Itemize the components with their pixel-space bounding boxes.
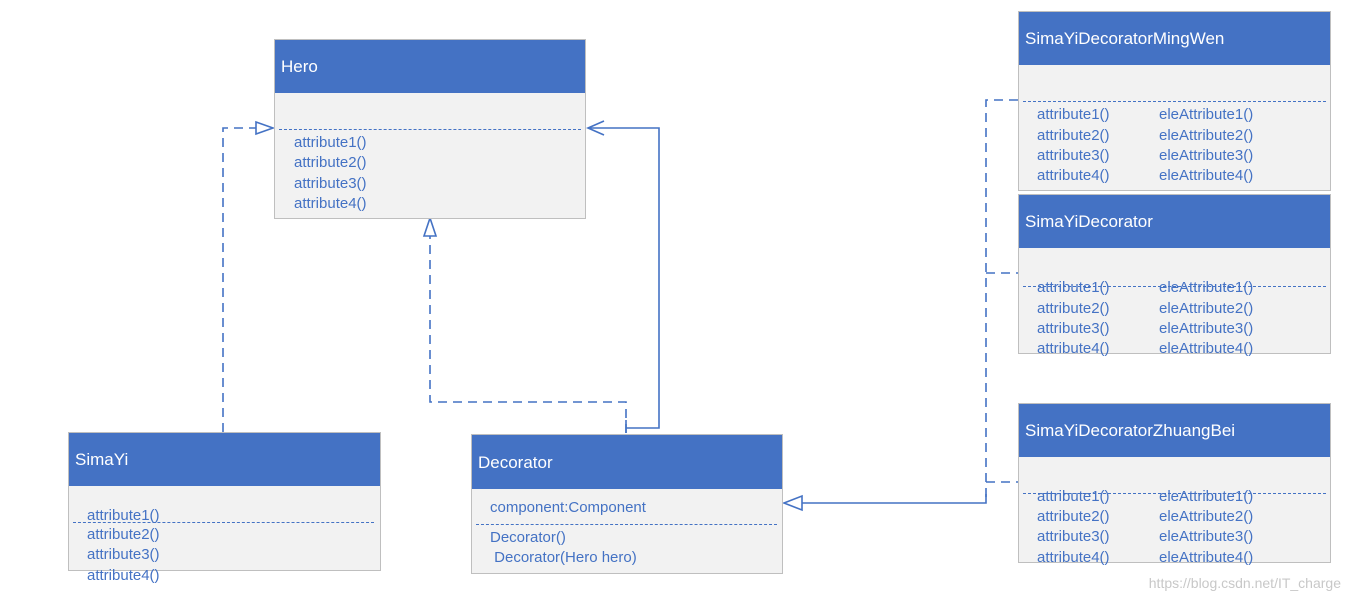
member-separator <box>73 522 374 523</box>
method: attribute4() <box>87 567 160 584</box>
method: attribute1() <box>87 507 160 524</box>
method: attribute4() <box>1037 340 1110 357</box>
class-name: Decorator <box>472 435 782 489</box>
decorator-to-hero-association <box>590 127 660 429</box>
method: attribute3() <box>1037 320 1110 337</box>
member-separator <box>279 129 581 130</box>
ele-method: eleAttribute1() <box>1159 488 1254 505</box>
class-box-hero: Hero attribute1() attribute2() attribute… <box>274 39 586 219</box>
field: component:Component <box>490 499 646 516</box>
method: attribute2() <box>87 526 160 543</box>
class-name: SimaYiDecoratorMingWen <box>1019 12 1330 65</box>
ele-method: eleAttribute2() <box>1159 127 1254 144</box>
class-box-decorator: Decorator component:Component Decorator(… <box>471 434 783 574</box>
simayi-to-hero-realization <box>222 127 256 432</box>
method: attribute1() <box>1037 488 1110 505</box>
member-separator <box>476 524 777 525</box>
mingwen-to-decorator-link <box>985 99 1018 503</box>
decorator-to-hero-realization <box>429 236 627 433</box>
ele-method: eleAttribute4() <box>1159 167 1254 184</box>
method: attribute3() <box>294 175 367 192</box>
method: Decorator() <box>490 529 566 546</box>
method: attribute3() <box>1037 147 1110 164</box>
method: attribute2() <box>1037 300 1110 317</box>
ele-method: eleAttribute1() <box>1159 279 1254 296</box>
ele-method: eleAttribute2() <box>1159 508 1254 525</box>
open-arrowhead <box>586 120 605 136</box>
class-name: Hero <box>275 40 585 93</box>
method: attribute4() <box>294 195 367 212</box>
method: attribute4() <box>1037 167 1110 184</box>
class-name: SimaYiDecorator <box>1019 195 1330 248</box>
class-box-simayi-decorator-mingwen: SimaYiDecoratorMingWen attribute1() attr… <box>1018 11 1331 191</box>
ele-method: eleAttribute1() <box>1159 106 1254 123</box>
method: attribute2() <box>1037 127 1110 144</box>
method: attribute4() <box>1037 549 1110 566</box>
ele-method: eleAttribute3() <box>1159 147 1254 164</box>
hollow-triangle-arrowhead <box>422 215 438 237</box>
member-separator <box>1023 493 1326 494</box>
method: attribute3() <box>87 546 160 563</box>
ele-method: eleAttribute2() <box>1159 300 1254 317</box>
class-name: SimaYiDecoratorZhuangBei <box>1019 404 1330 457</box>
method: attribute1() <box>294 134 367 151</box>
method: attribute1() <box>1037 279 1110 296</box>
ele-method: eleAttribute3() <box>1159 320 1254 337</box>
class-box-simayi-decorator: SimaYiDecorator attribute1() attribute2(… <box>1018 194 1331 357</box>
hollow-triangle-arrowhead <box>255 120 276 136</box>
class-box-simayi: SimaYi attribute1() attribute2() attribu… <box>68 432 381 583</box>
hollow-triangle-arrowhead <box>781 494 803 512</box>
ele-method: eleAttribute4() <box>1159 549 1254 566</box>
subclasses-to-decorator-generalization <box>802 494 987 504</box>
member-separator <box>1023 101 1326 102</box>
ele-method: eleAttribute3() <box>1159 528 1254 545</box>
class-box-simayi-decorator-zhuangbei: SimaYiDecoratorZhuangBei attribute1() at… <box>1018 403 1331 566</box>
member-separator <box>1023 286 1326 287</box>
ele-method: eleAttribute4() <box>1159 340 1254 357</box>
watermark: https://blog.csdn.net/IT_charge <box>1148 575 1341 591</box>
class-name: SimaYi <box>69 433 380 486</box>
method: attribute1() <box>1037 106 1110 123</box>
method: attribute2() <box>294 154 367 171</box>
method: attribute2() <box>1037 508 1110 525</box>
method: attribute3() <box>1037 528 1110 545</box>
method: Decorator(Hero hero) <box>490 549 637 566</box>
